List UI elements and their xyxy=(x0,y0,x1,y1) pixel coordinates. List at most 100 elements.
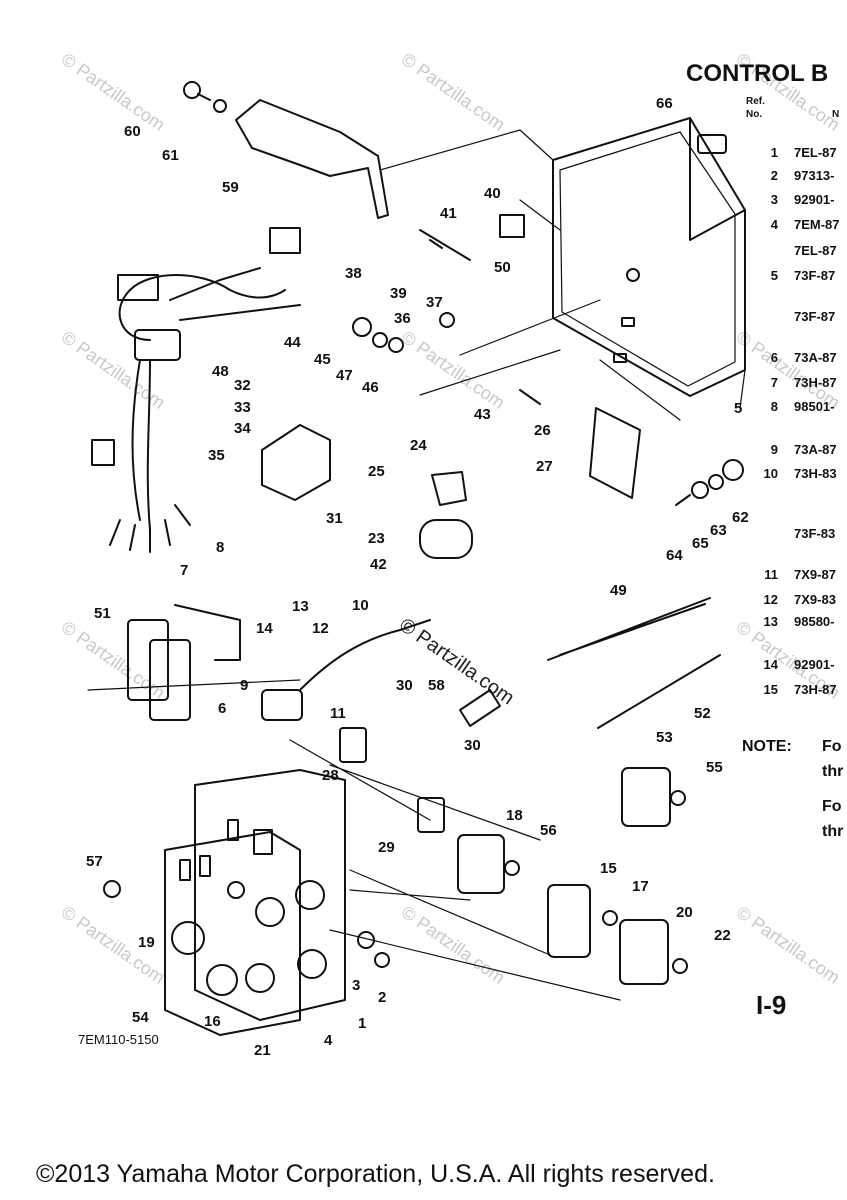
block-31 xyxy=(261,424,331,501)
callout-19: 19 xyxy=(138,934,155,951)
watermark: © Partzilla.com xyxy=(398,902,509,988)
callout-11: 11 xyxy=(330,705,346,722)
connector-66 xyxy=(697,134,727,154)
callout-28: 28 xyxy=(322,767,339,784)
callout-13: 13 xyxy=(292,598,309,615)
control-box xyxy=(552,117,746,397)
callout-22: 22 xyxy=(714,927,731,944)
table-part: 7EL-87 xyxy=(794,243,837,258)
nut-36 xyxy=(439,312,455,328)
plate-26 xyxy=(589,407,641,499)
table-part: 98501- xyxy=(794,399,835,414)
socket-9 xyxy=(261,689,303,721)
capacitor-23 xyxy=(419,519,473,559)
table-ref: 3 xyxy=(770,192,778,207)
table-part: 73H-83 xyxy=(794,466,837,481)
callout-12: 12 xyxy=(312,620,329,637)
nut-55 xyxy=(670,790,686,806)
callout-30: 30 xyxy=(396,677,413,694)
table-part: 7X9-87 xyxy=(794,567,836,582)
callout-9: 9 xyxy=(240,677,248,694)
callout-63: 63 xyxy=(710,522,727,539)
callout-54: 54 xyxy=(132,1009,149,1026)
callout-51: 51 xyxy=(94,605,111,622)
callout-55: 55 xyxy=(706,759,723,776)
table-ref: 2 xyxy=(770,168,778,183)
figure-id: 7EM110-5150 xyxy=(78,1032,159,1047)
callout-33: 33 xyxy=(234,399,251,416)
table-part: 73F-87 xyxy=(794,309,836,324)
watermark: © Partzilla.com xyxy=(398,49,509,135)
callout-66: 66 xyxy=(656,95,673,112)
table-ref: 7 xyxy=(770,375,778,390)
front-panel xyxy=(164,769,346,1036)
watermarks: © Partzilla.com © Partzilla.com © Partzi… xyxy=(58,49,844,988)
callout-20: 20 xyxy=(676,904,693,921)
callout-18: 18 xyxy=(506,807,523,824)
table-ref: 11 xyxy=(764,567,778,582)
callout-60: 60 xyxy=(124,123,141,140)
callout-52: 52 xyxy=(694,705,711,722)
table-part: 73F-83 xyxy=(794,526,836,541)
callout-21: 21 xyxy=(254,1042,271,1059)
callout-8: 8 xyxy=(216,539,224,556)
nut-17 xyxy=(602,910,618,926)
wire-10 xyxy=(299,619,431,691)
table-ref: 5 xyxy=(770,268,778,283)
table-ref: 6 xyxy=(770,350,778,365)
grommet-63 xyxy=(708,474,724,490)
callout-57: 57 xyxy=(86,853,103,870)
nut-56 xyxy=(504,860,520,876)
table-part: 7X9-83 xyxy=(794,592,836,607)
callout-40: 40 xyxy=(484,185,501,202)
callout-34: 34 xyxy=(234,420,251,437)
callout-7: 7 xyxy=(180,562,188,579)
nut-3 xyxy=(357,931,375,949)
receptacle-20 xyxy=(619,919,669,985)
callout-61: 61 xyxy=(162,147,179,164)
table-part: 7EL-87 xyxy=(794,145,837,160)
copyright-footer: ©2013 Yamaha Motor Corporation, U.S.A. A… xyxy=(36,1160,715,1188)
callout-32: 32 xyxy=(234,377,251,394)
washer-61 xyxy=(213,99,227,113)
callout-5: 5 xyxy=(734,400,742,417)
washer-47 xyxy=(388,337,404,353)
callout-16: 16 xyxy=(204,1013,221,1030)
callout-3: 3 xyxy=(352,977,360,994)
callout-44: 44 xyxy=(284,334,301,351)
callout-23: 23 xyxy=(368,530,385,547)
callout-41: 41 xyxy=(440,205,457,222)
note-label: NOTE: xyxy=(742,738,792,755)
table-part: 98580- xyxy=(794,614,835,629)
callout-46: 46 xyxy=(362,379,379,396)
callout-56: 56 xyxy=(540,822,557,839)
table-ref: 4 xyxy=(770,217,778,232)
circuit-breaker xyxy=(127,604,241,721)
table-part: 73F-87 xyxy=(794,268,836,283)
callout-4: 4 xyxy=(324,1032,333,1049)
nut-22 xyxy=(672,958,688,974)
callout-42: 42 xyxy=(370,556,387,573)
callout-43: 43 xyxy=(474,406,491,423)
callout-48: 48 xyxy=(212,363,229,380)
page-title: CONTROL B xyxy=(686,60,829,87)
callout-29: 29 xyxy=(378,839,395,856)
callouts: 60 61 59 66 40 41 38 39 50 37 36 44 45 4… xyxy=(86,95,749,1059)
bolt-64 xyxy=(675,494,691,506)
callout-14: 14 xyxy=(256,620,273,637)
callout-53: 53 xyxy=(656,729,673,746)
watermark-dark: © Partzilla.com xyxy=(395,614,518,709)
washer-45 xyxy=(372,332,388,348)
callout-59: 59 xyxy=(222,179,239,196)
callout-25: 25 xyxy=(368,463,385,480)
table-ref: 10 xyxy=(763,466,778,481)
wire-harness xyxy=(91,227,301,553)
callout-47: 47 xyxy=(336,367,353,384)
table-ref: 12 xyxy=(763,592,778,607)
bracket-40 xyxy=(499,214,525,238)
bracket-59 xyxy=(235,99,389,219)
callout-38: 38 xyxy=(345,265,362,282)
callout-10: 10 xyxy=(352,597,369,614)
watermark: © Partzilla.com xyxy=(58,617,169,703)
callout-62: 62 xyxy=(732,509,749,526)
